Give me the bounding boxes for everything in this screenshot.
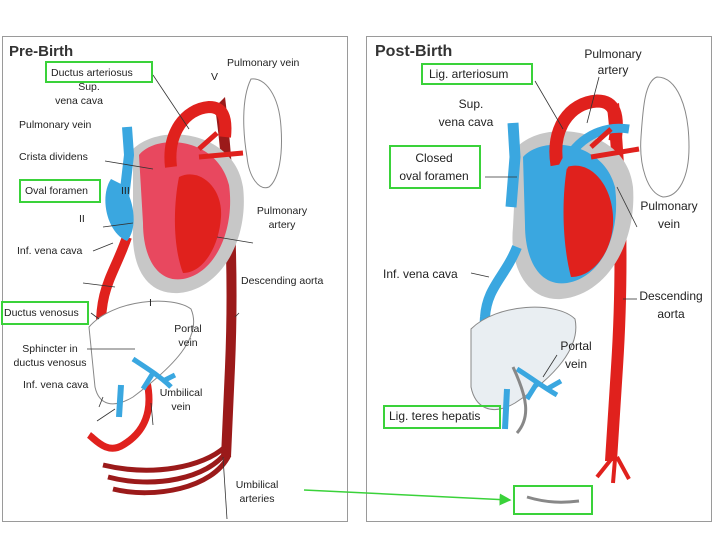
label-sphincter-1: Sphincter in [22, 343, 78, 355]
post-heart-left [563, 165, 614, 277]
highlight-oval-foramen [19, 179, 101, 203]
label-ductus-arteriosus: Ductus arteriosus [51, 67, 133, 79]
label-post-pulmonary-vein-2: vein [657, 217, 680, 231]
post-umbilical-branches [595, 455, 631, 484]
pre-inf-vena-cava-lower [116, 384, 124, 418]
highlight-umbilical-ligaments [513, 485, 593, 515]
label-umbilical-arteries-1: Umbilical [235, 479, 279, 491]
highlight-ductus-venosus [1, 301, 89, 325]
post-portal-vein [515, 366, 563, 401]
pre-birth-panel: Pre-Birth Ductus arteriosus Sup. vena ca… [1, 36, 348, 522]
label-umbilical-vein-1: Umbilical [159, 387, 203, 399]
label-lig-teres-hepatis: Lig. teres hepatis [389, 409, 481, 423]
post-lig-teres [511, 366, 528, 434]
post-birth-panel: Post-Birth Lig. arteriosum Pulmonary art… [366, 36, 712, 522]
label-roman-v: V [211, 71, 219, 83]
label-post-pulmonary-vein-1: Pulmonary [640, 199, 698, 213]
pre-birth-circulation-illustration [82, 74, 282, 520]
label-post-sup-vena-cava-2: vena cava [438, 115, 494, 129]
post-lung [640, 76, 690, 198]
label-umbilical-arteries-2: arteries [239, 493, 275, 505]
pre-birth-title: Pre-Birth [9, 43, 74, 60]
post-birth-circulation-illustration [470, 76, 690, 504]
label-sphincter-2: ductus venosus [13, 357, 87, 369]
label-oval-foramen: Oval foramen [25, 185, 89, 197]
label-pulmonary-artery-1: Pulmonary [256, 205, 308, 217]
post-ligament-lower [526, 495, 580, 504]
pre-leader-lines [82, 74, 254, 520]
label-post-portal-vein-2: vein [564, 357, 587, 371]
post-pulmonary-artery [558, 123, 630, 170]
label-pulmonary-vein-top: Pulmonary vein [227, 57, 300, 69]
label-roman-iii: III [121, 185, 130, 197]
pre-liver [88, 300, 195, 405]
label-lig-arteriosum: Lig. arteriosum [429, 67, 509, 81]
post-pulmonary-vein [589, 127, 640, 160]
pre-umbilical-vein [86, 365, 153, 452]
pre-umbilical-arteries [102, 445, 232, 496]
label-closed-oval-foramen-1: Closed [415, 151, 453, 165]
label-post-sup-vena-cava-1: Sup. [458, 97, 484, 111]
post-leader-lines [470, 76, 638, 378]
highlight-lig-arteriosum [421, 63, 533, 85]
pre-lung [243, 78, 282, 189]
label-sup-vena-cava-1: Sup. [78, 81, 100, 93]
label-inf-vena-cava-bottom: Inf. vena cava [23, 379, 89, 391]
label-umbilical-vein-2: vein [171, 401, 191, 413]
post-birth-title: Post-Birth [375, 43, 453, 60]
highlight-lig-teres-hepatis [383, 405, 501, 429]
pre-aortic-arch [164, 100, 232, 168]
label-portal-vein-2: vein [178, 337, 198, 349]
highlight-closed-oval-foramen [389, 145, 481, 189]
pre-heart-left [174, 174, 222, 273]
label-portal-vein-1: Portal [174, 323, 202, 335]
label-roman-i: I [149, 297, 152, 309]
label-crista-dividens: Crista dividens [19, 151, 88, 163]
label-ductus-venosus: Ductus venosus [4, 307, 79, 319]
label-closed-oval-foramen-2: oval foramen [399, 169, 469, 183]
label-sup-vena-cava-2: vena cava [55, 95, 103, 107]
pre-portal-vein [131, 356, 177, 391]
label-inf-vena-cava-top: Inf. vena cava [17, 245, 83, 257]
label-post-inf-vena-cava: Inf. vena cava [383, 267, 458, 281]
post-inf-vena-cava-lower [502, 388, 510, 430]
label-pulmonary-vein-left: Pulmonary vein [19, 119, 92, 131]
label-post-descending-aorta-1: Descending [639, 289, 703, 303]
highlight-ductus-arteriosus [45, 61, 153, 83]
label-post-pulmonary-artery-1: Pulmonary [584, 47, 642, 61]
label-roman-ii: II [79, 213, 85, 225]
label-post-portal-vein-1: Portal [560, 339, 592, 353]
post-aortic-arch [549, 94, 623, 167]
pre-pulmonary-vein [197, 131, 244, 160]
label-pulmonary-artery-2: artery [268, 219, 296, 231]
label-descending-aorta: Descending aorta [241, 275, 324, 287]
label-post-pulmonary-artery-2: artery [597, 63, 629, 77]
post-sup-vena-cava [505, 122, 521, 208]
post-liver [470, 306, 577, 411]
label-post-descending-aorta-2: aorta [657, 307, 685, 321]
